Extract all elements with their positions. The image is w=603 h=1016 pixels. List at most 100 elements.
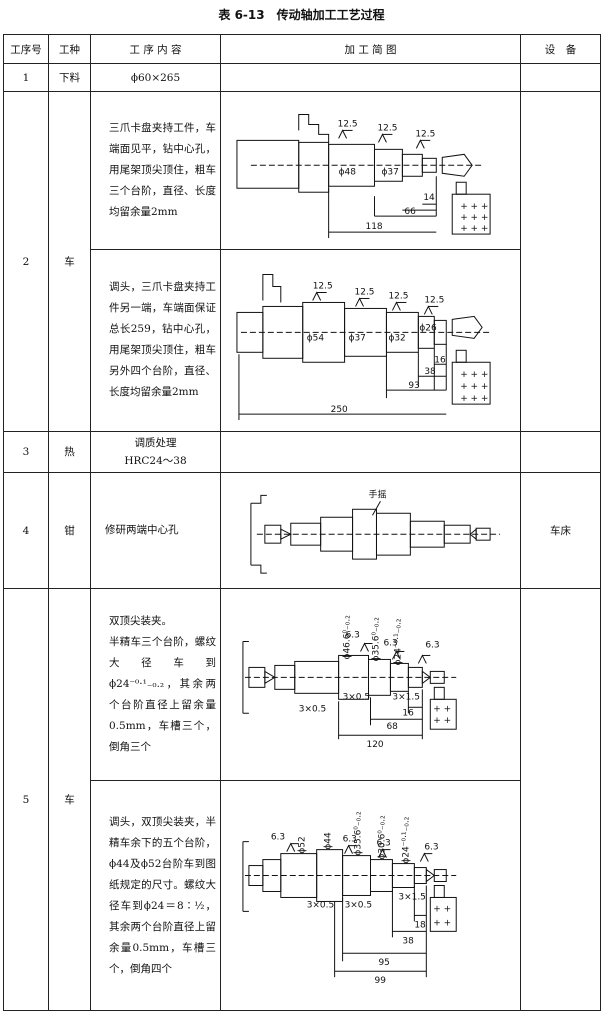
diameter-label: ϕ35.6⁰₋₀.₂: [371, 617, 381, 662]
groove-label: 3×0.5: [299, 705, 326, 715]
step-content: 调质处理 HRC24～38: [90, 430, 221, 473]
roughness-label: 6.3: [383, 639, 397, 649]
sketch-lap-centers: 手摇: [220, 471, 521, 590]
table-row: 2 车 三爪卡盘夹持工件，车端面见平，钻中心孔，用尾架顶尖顶住，粗车三个台阶，直…: [3, 91, 601, 432]
roughness-label: 6.3: [346, 631, 360, 641]
roughness-label: 6.3: [425, 641, 439, 651]
roughness-label: 12.5: [388, 291, 408, 301]
shaft-drawing: + + ++ + ++ + + 12.5 12.5 12.5 ϕ48 ϕ37 1…: [236, 114, 491, 239]
content-line: 调质处理: [134, 436, 177, 449]
svg-text:+ + +: + + +: [460, 370, 488, 380]
step-no: 4: [3, 471, 49, 590]
roughness-label: 6.3: [271, 833, 285, 843]
length-label: 250: [331, 405, 348, 415]
groove-label: 3×0.5: [345, 900, 372, 910]
length-label: 16: [402, 709, 414, 719]
step-equip: [520, 588, 601, 1011]
step-equip: [520, 63, 601, 93]
length-label: 95: [378, 958, 389, 968]
svg-text:+ + +: + + +: [460, 203, 488, 213]
header-type: 工种: [48, 33, 91, 65]
length-label: 93: [408, 381, 419, 391]
roughness-label: 12.5: [424, 295, 444, 305]
length-label: 38: [402, 936, 414, 946]
table-row: 调头，三爪卡盘夹持工件另一端，车端面保证总长259，钻中心孔，用尾架顶尖顶住，粗…: [4, 248, 601, 432]
step-type: 车: [48, 588, 91, 1011]
step-type: 车: [48, 91, 91, 432]
sketch-semi-finish-2: + ++ + 6.3 6.3 6.3 6.3 ϕ52 ϕ44 ϕ35.6⁰₋₀.…: [220, 780, 521, 1011]
step-no: 1: [3, 63, 49, 93]
diameter-label: ϕ48: [339, 168, 357, 178]
length-label: 99: [374, 976, 386, 986]
hand-label: 手摇: [369, 488, 387, 500]
length-label: 16: [434, 355, 446, 365]
groove-label: 3×0.5: [343, 693, 370, 703]
step-content: 调头，双顶尖装夹，半精车余下的五个台阶，ϕ44及ϕ52台阶车到图纸规定的尺寸。螺…: [90, 780, 221, 1011]
diameter-label: ϕ26: [419, 323, 437, 333]
step-equip: [520, 91, 601, 432]
shaft-drawing: + + ++ + ++ + + 12.5 12.5 12.5 12.5 ϕ54 …: [236, 274, 491, 421]
roughness-label: 12.5: [313, 281, 333, 291]
svg-text:+ + +: + + +: [460, 214, 488, 224]
content-line: HRC24～38: [124, 454, 187, 467]
sketch-rough-turn-2: + + ++ + ++ + + 12.5 12.5 12.5 12.5 ϕ54 …: [220, 248, 521, 432]
step-no: 2: [3, 91, 49, 432]
length-label: 14: [423, 194, 435, 204]
step-content: ϕ60×265: [90, 63, 221, 93]
diameter-label: ϕ44: [324, 832, 334, 850]
table-row: 3 热 调质处理 HRC24～38: [3, 430, 601, 473]
table-row: 4 钳 修研两端中心孔 手摇 车床: [3, 471, 601, 590]
length-label: 66: [404, 208, 416, 218]
diameter-label: ϕ54: [307, 333, 325, 343]
step-no: 3: [3, 430, 49, 473]
length-label: 68: [386, 723, 398, 733]
shaft-drawing: + ++ + 6.3 6.3 6.3 6.3 ϕ52 ϕ44 ϕ35.6⁰₋₀.…: [242, 811, 457, 986]
table-row: 5 车 双顶尖装夹。 半精车三个台阶，螺纹大径车到ϕ24⁻⁰·¹₋₀.₂，其余两…: [3, 588, 601, 1011]
groove-label: 3×1.5: [392, 693, 419, 703]
roughness-label: 6.3: [424, 843, 438, 853]
roughness-label: 12.5: [377, 124, 397, 134]
diameter-label: ϕ46.6⁰₋₀.₂: [343, 615, 353, 660]
table-row: 1 下料 ϕ60×265: [3, 63, 601, 93]
header-no: 工序号: [3, 33, 49, 65]
step-type: 热: [48, 430, 91, 473]
step-sketch: [220, 63, 521, 93]
length-label: 38: [424, 367, 436, 377]
step-equip: [520, 430, 601, 473]
step-content: 调头，三爪卡盘夹持工件另一端，车端面保证总长259，钻中心孔，用尾架顶尖顶住，粗…: [90, 248, 221, 432]
sketch-rough-turn-1: + + ++ + ++ + + 12.5 12.5 12.5 ϕ48 ϕ37 1…: [220, 91, 521, 250]
diameter-label: ϕ24⁻⁰·¹₋₀.₂: [401, 816, 411, 863]
header-row: 工序号 工种 工 序 内 容 加 工 简 图 设 备: [3, 33, 601, 65]
step-sketch: [220, 430, 521, 473]
svg-text:+ +: + +: [433, 904, 451, 914]
shaft-drawing: 手摇: [250, 488, 501, 574]
step-content: 三爪卡盘夹持工件，车端面见平，钻中心孔，用尾架顶尖顶住，粗车三个台阶，直径、长度…: [90, 91, 221, 250]
roughness-label: 12.5: [415, 130, 435, 140]
svg-text:+ +: + +: [433, 717, 451, 727]
step-content: 双顶尖装夹。 半精车三个台阶，螺纹大径车到ϕ24⁻⁰·¹₋₀.₂，其余两个台阶直…: [90, 588, 221, 782]
step-type: 下料: [48, 63, 91, 93]
sketch-semi-finish-1: + + + + 6.3 6.3 6.3 ϕ46.6⁰₋₀.₂ ϕ35.6⁰₋₀.₂…: [220, 588, 521, 782]
svg-text:+ + +: + + +: [460, 224, 488, 234]
step-no: 5: [3, 588, 49, 1011]
header-sketch: 加 工 简 图: [220, 33, 521, 65]
step-equip: 车床: [520, 471, 601, 590]
svg-text:+ +: + +: [433, 705, 451, 715]
header-content: 工 序 内 容: [90, 33, 221, 65]
diameter-label: ϕ37: [349, 333, 366, 343]
step-content: 修研两端中心孔: [90, 471, 221, 590]
roughness-label: 6.3: [376, 839, 390, 849]
svg-text:+ +: + +: [433, 918, 451, 928]
groove-label: 3×0.5: [307, 900, 334, 910]
diameter-label: ϕ52: [298, 836, 308, 853]
diameter-label: ϕ32: [388, 333, 405, 343]
step-type: 钳: [48, 471, 91, 590]
table-row: 调头，双顶尖装夹，半精车余下的五个台阶，ϕ44及ϕ52台阶车到图纸规定的尺寸。螺…: [4, 780, 601, 1011]
svg-text:+ + +: + + +: [460, 382, 488, 392]
table-title: 表 6-13 传动轴加工工艺过程: [218, 8, 385, 22]
length-label: 118: [366, 222, 383, 232]
length-label: 18: [414, 920, 426, 930]
diameter-label: ϕ30.6⁰₋₀.₂: [377, 815, 387, 860]
groove-label: 3×1.5: [398, 893, 425, 903]
roughness-label: 12.5: [338, 120, 358, 130]
